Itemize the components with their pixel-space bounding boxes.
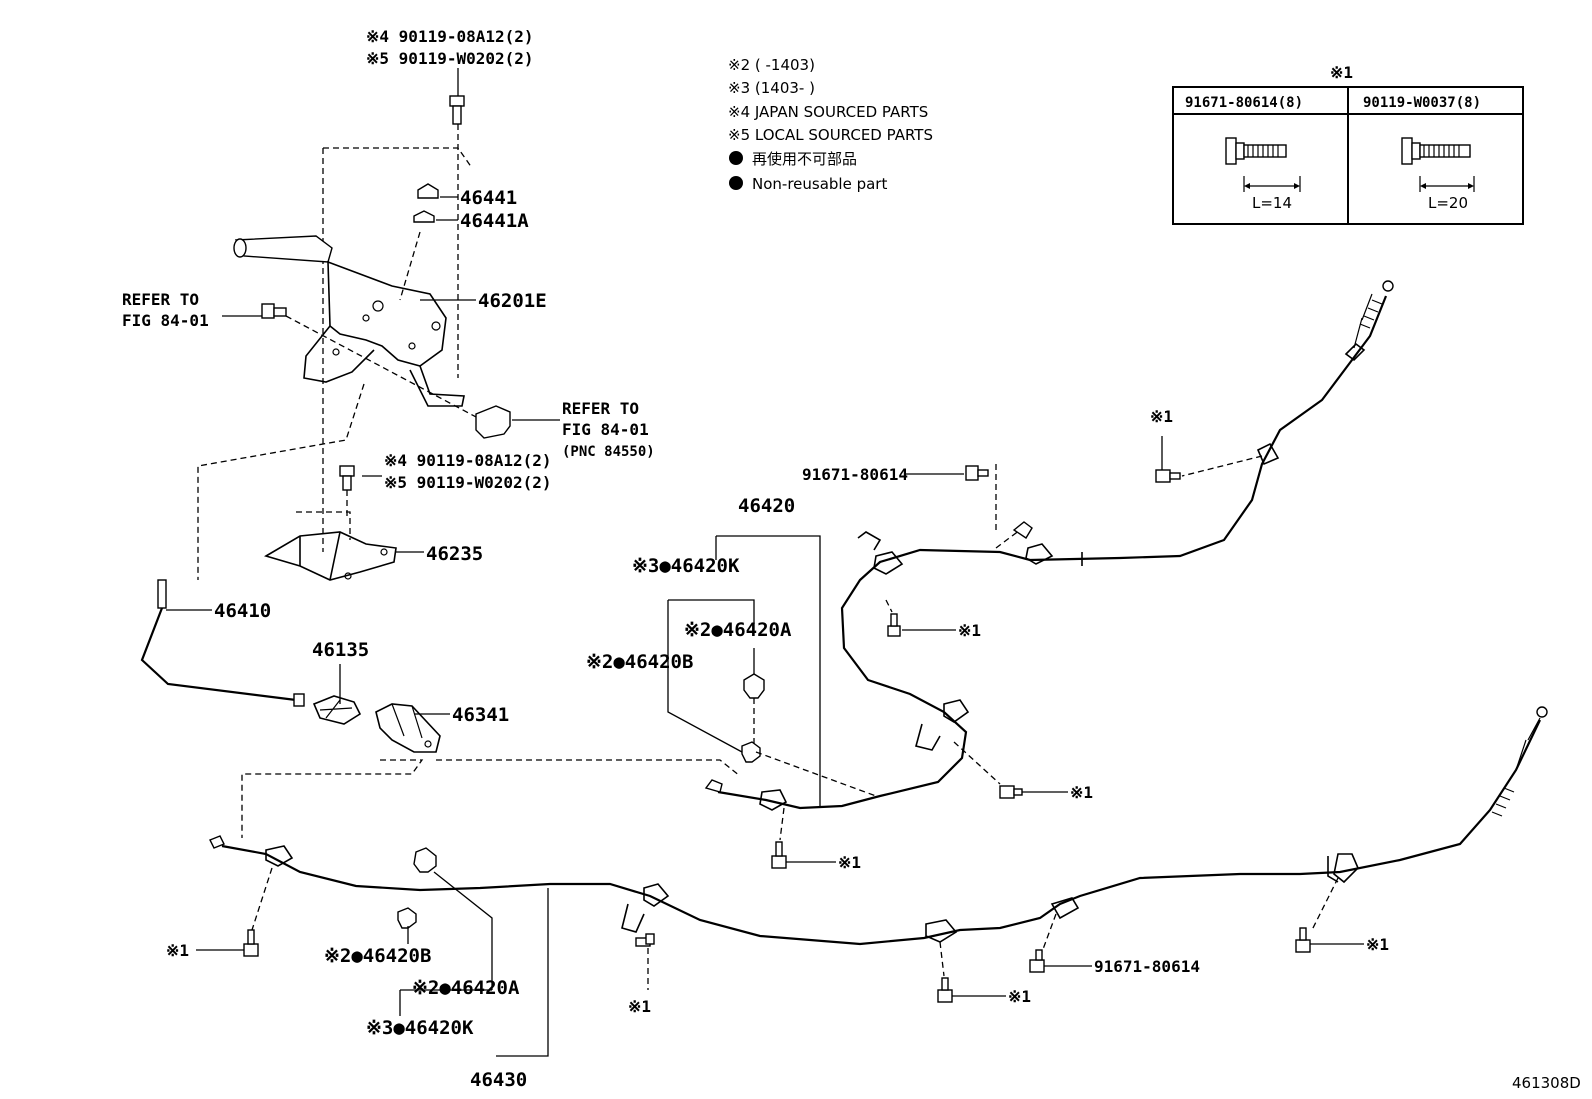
part-46420a-top-label: ※2●46420A: [684, 619, 792, 641]
part-46430-label: 46430: [470, 1069, 527, 1091]
part-46410-label: 46410: [214, 600, 271, 622]
part-46441a-label: 46441A: [460, 210, 529, 232]
part-46420a-bottom-label: ※2●46420A: [412, 977, 520, 999]
clip-46420a-icon: [743, 673, 765, 699]
bolt-table-col1-header: 91671-80614(8): [1185, 95, 1303, 111]
non-reusable-dot-icon: [729, 176, 743, 190]
bolt-icon: [999, 785, 1023, 799]
bolt-icon: [1029, 949, 1045, 973]
legend-line-5: 再使用不可部品: [752, 150, 857, 168]
part-46420k-top-label: ※3●46420K: [632, 555, 740, 577]
part-46420b-top-label: ※2●46420B: [586, 651, 693, 673]
bolt-icon: [937, 977, 953, 1003]
bolt-icon: [1295, 927, 1311, 953]
part-46441-label: 46441: [460, 187, 517, 209]
refer-left-line-1: REFER TO: [122, 290, 199, 309]
bolt-icon: [635, 933, 655, 947]
rear-cable-left: [209, 706, 1548, 946]
x1-label-a: ※1: [1150, 407, 1173, 426]
refer-right-line-2: FIG 84-01: [562, 420, 649, 439]
front-cable-46410: [140, 579, 305, 707]
top-bolt-label-b: ※5 90119-W0202(2): [366, 49, 534, 68]
clip-46420a-bottom-icon: [413, 847, 437, 873]
bolt-l14-icon: [1225, 137, 1301, 192]
x1-label-e: ※1: [166, 941, 189, 960]
clip-46420b-icon: [741, 741, 761, 763]
clip-46441-icon: [417, 183, 439, 199]
legend-line-2: ※3 (1403- ): [728, 79, 815, 97]
equalizer-46341: [375, 703, 441, 753]
mid-bolt-label-a: ※4 90119-08A12(2): [384, 451, 552, 470]
x1-label-f: ※1: [628, 997, 651, 1016]
bolt-icon: [449, 95, 465, 125]
equalizer-bracket-46235: [264, 511, 397, 581]
part-46135-label: 46135: [312, 639, 369, 661]
refer-right-line-1: REFER TO: [562, 399, 639, 418]
bolt-icon: [339, 465, 355, 491]
bolt-l20-length: L=20: [1428, 194, 1468, 212]
x1-label-b: ※1: [958, 621, 981, 640]
clip-46441a-icon: [413, 210, 435, 223]
bolt-icon: [965, 465, 989, 481]
bolt-icon: [261, 303, 287, 319]
bolt-91671-top-label: 91671-80614: [802, 465, 908, 484]
part-46341-label: 46341: [452, 704, 509, 726]
bolt-l14-length: L=14: [1252, 194, 1292, 212]
spring-46135-icon: [312, 695, 362, 725]
part-46420-label: 46420: [738, 495, 795, 517]
x1-label-h: ※1: [1366, 935, 1389, 954]
legend-line-4: ※5 LOCAL SOURCED PARTS: [728, 126, 933, 144]
bolt-icon: [243, 929, 259, 957]
bolt-table-col2-header: 90119-W0037(8): [1363, 95, 1481, 111]
x1-label-d: ※1: [838, 853, 861, 872]
refer-left-line-2: FIG 84-01: [122, 311, 209, 330]
part-46420k-bottom-label: ※3●46420K: [366, 1017, 474, 1039]
non-reusable-dot-icon: [729, 151, 743, 165]
x1-label-g: ※1: [1008, 987, 1031, 1006]
part-46235-label: 46235: [426, 543, 483, 565]
bolt-91671-bottom-label: 91671-80614: [1094, 957, 1200, 976]
rear-cable-right: [704, 280, 1394, 811]
clip-46420b-bottom-icon: [397, 907, 417, 929]
bolt-table: ※1 91671-80614(8) 90119-W0037(8) L=14 L=…: [1172, 63, 1524, 225]
mid-bolt-label-b: ※5 90119-W0202(2): [384, 473, 552, 492]
parking-brake-lever: [233, 235, 465, 407]
legend-line-6: Non-reusable part: [752, 175, 887, 193]
part-46201e-label: 46201E: [478, 290, 547, 312]
bolt-l20-icon: [1401, 137, 1475, 192]
legend-line-1: ※2 ( -1403): [728, 56, 815, 74]
x1-label-c: ※1: [1070, 783, 1093, 802]
legend: ※2 ( -1403) ※3 (1403- ) ※4 JAPAN SOURCED…: [728, 56, 933, 193]
bolt-icon: [1155, 469, 1181, 483]
legend-line-3: ※4 JAPAN SOURCED PARTS: [728, 103, 928, 121]
bolt-table-title: ※1: [1330, 63, 1353, 82]
bolt-icon: [771, 841, 787, 869]
bolt-icon: [887, 613, 901, 637]
part-46420b-bottom-label: ※2●46420B: [324, 945, 431, 967]
top-bolt-label-a: ※4 90119-08A12(2): [366, 27, 534, 46]
bracket-84550-icon: [475, 405, 511, 439]
diagram-id: 461308D: [1512, 1074, 1581, 1092]
refer-right-line-3: (PNC 84550): [562, 444, 655, 460]
